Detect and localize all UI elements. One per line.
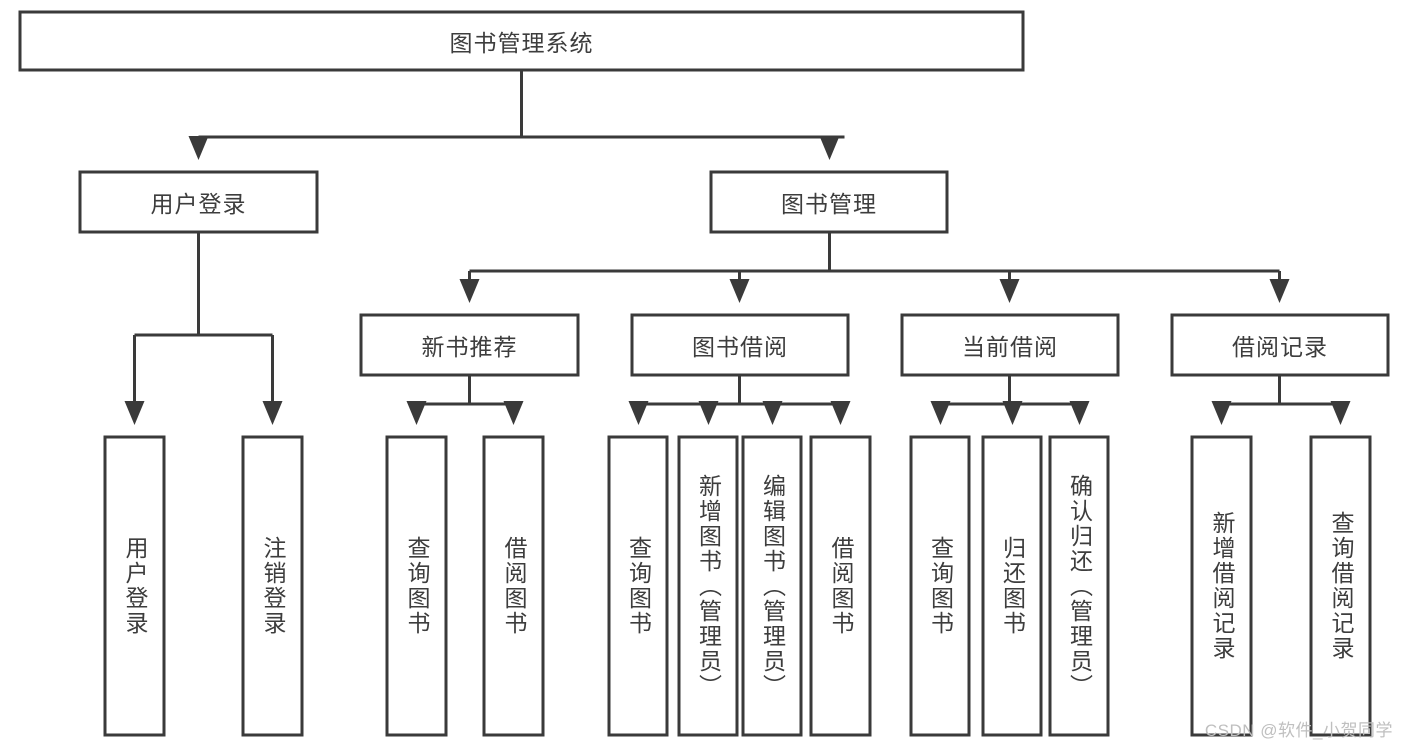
book-manage-to-level3-arrow-2-head xyxy=(999,279,1020,303)
user-login-to-leaves-arrow-0-head xyxy=(124,401,145,425)
node-box-leaf-borrow-book-bb[interactable] xyxy=(809,435,872,737)
node-box-book-manage[interactable] xyxy=(709,170,949,234)
node-box-leaf-user-login[interactable] xyxy=(103,435,166,737)
node-box-leaf-query-book-bb[interactable] xyxy=(607,435,669,737)
node-box-leaf-query-book-cb[interactable] xyxy=(909,435,971,737)
node-box-new-book-recommend[interactable] xyxy=(359,313,580,377)
node-box-leaf-return-book[interactable] xyxy=(981,435,1043,737)
new-book-rec-to-leaves-arrow-0-head xyxy=(406,401,427,425)
new-book-rec-to-leaves-arrow-1-head xyxy=(503,401,524,425)
borrow-record-to-leaves-arrow-0-head xyxy=(1211,401,1232,425)
book-borrow-to-leaves-arrow-1-head xyxy=(698,401,719,425)
connector-layer xyxy=(124,70,1351,425)
node-box-user-login[interactable] xyxy=(78,170,319,234)
node-box-leaf-query-record[interactable] xyxy=(1309,435,1372,737)
book-borrow-to-leaves-arrow-0-head xyxy=(628,401,649,425)
book-manage-to-level3-arrow-1-head xyxy=(729,279,750,303)
borrow-record-to-leaves-arrow-1-head xyxy=(1330,401,1351,425)
book-borrow-to-leaves-arrow-3-head xyxy=(830,401,851,425)
node-box-root[interactable] xyxy=(18,10,1025,72)
node-box-leaf-edit-book[interactable] xyxy=(741,435,803,737)
current-borrow-to-leaves-arrow-2-head xyxy=(1069,401,1090,425)
node-box-current-borrow[interactable] xyxy=(900,313,1120,377)
node-box-leaf-add-book[interactable] xyxy=(677,435,739,737)
current-borrow-to-leaves-arrow-0-head xyxy=(930,401,951,425)
root-to-level2-arrow-1-head xyxy=(819,136,840,160)
node-box-borrow-record[interactable] xyxy=(1170,313,1390,377)
root-to-level2-arrow-0-head xyxy=(188,136,209,160)
node-box-leaf-logout[interactable] xyxy=(241,435,304,737)
book-manage-to-level3-arrow-3-head xyxy=(1269,279,1290,303)
book-manage-to-level3-arrow-0-head xyxy=(459,279,480,303)
node-box-leaf-query-book-rec[interactable] xyxy=(385,435,448,737)
node-box-book-borrow[interactable] xyxy=(630,313,850,377)
book-borrow-to-leaves-arrow-2-head xyxy=(762,401,783,425)
node-box-leaf-add-record[interactable] xyxy=(1190,435,1253,737)
node-box-leaf-borrow-book-rec[interactable] xyxy=(482,435,545,737)
node-box-layer xyxy=(18,10,1390,737)
user-login-to-leaves-arrow-1-head xyxy=(262,401,283,425)
current-borrow-to-leaves-arrow-1-head xyxy=(1002,401,1023,425)
node-box-leaf-confirm-return[interactable] xyxy=(1048,435,1110,737)
